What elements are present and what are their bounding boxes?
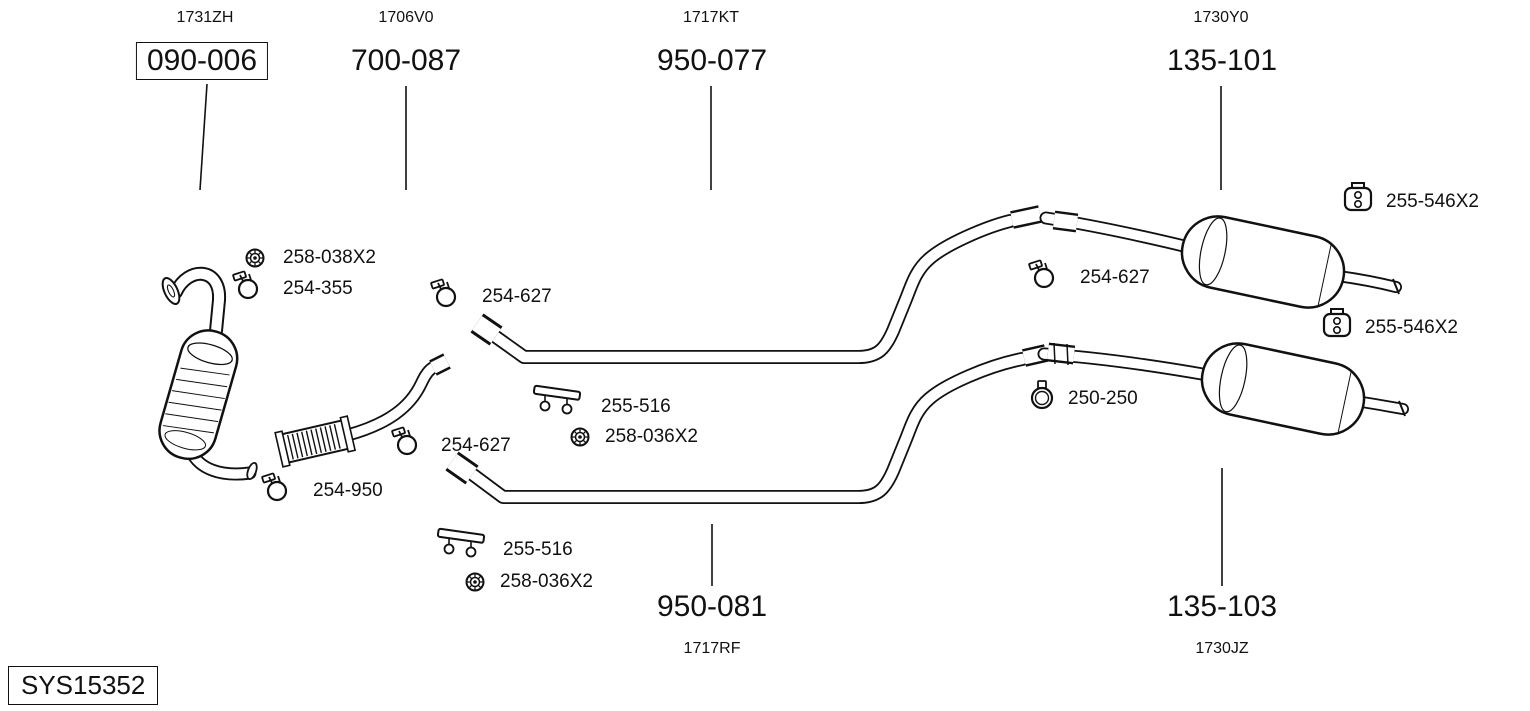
assembly-ref: 1717KT [682,9,740,26]
component-part-number: 250-250 [1068,388,1138,409]
bracket-icon [436,527,486,558]
intermediate-pipe-upper [470,205,1042,357]
leader-lines [199,83,1223,586]
bracket-icon [532,384,582,415]
assembly-ref: 1706V0 [378,9,434,26]
component-part-number: 258-036X2 [605,426,698,447]
hanger-icon [1343,181,1373,212]
clamp-icon [231,270,259,300]
rear-silencer-top [1046,210,1399,309]
assembly-part-number: 090-006 [135,42,269,80]
flex-pipe [274,415,357,468]
clamp-icon [1027,259,1055,289]
assembly-ref: 1730Y0 [1193,9,1249,26]
assembly-part-number: 135-103 [1166,590,1278,623]
component-part-number: 254-627 [1080,267,1150,288]
assembly-part-number: 135-101 [1166,44,1278,77]
component-part-number: 255-546X2 [1386,191,1479,212]
round-clamp-icon [1030,379,1054,410]
clamp-icon [260,472,288,502]
component-part-number: 254-950 [313,480,383,501]
intermediate-pipe-lower [445,344,1048,497]
component-part-number: 255-516 [601,396,671,417]
rear-silencer-bottom [1044,342,1405,436]
nut-icon [245,248,265,268]
component-part-number: 258-038X2 [283,247,376,268]
hanger-icon [1322,307,1352,338]
component-part-number: 254-355 [283,278,353,299]
nut-icon [465,572,485,592]
component-part-number: 254-627 [441,435,511,456]
assembly-part-number: 700-087 [350,44,462,77]
nut-icon [570,427,590,447]
front-pipe [348,353,451,435]
assembly-part-number: 950-077 [656,44,768,77]
clamp-icon [390,426,418,456]
assembly-part-number: 950-081 [656,590,768,623]
component-part-number: 255-546X2 [1365,317,1458,338]
component-part-number: 254-627 [482,286,552,307]
assembly-ref: 1717RF [683,640,741,657]
component-part-number: 255-516 [503,539,573,560]
clamp-icon [429,278,457,308]
catalytic-converter [158,274,258,481]
component-part-number: 258-036X2 [500,571,593,592]
system-code-badge: SYS15352 [8,666,159,705]
assembly-ref: 1731ZH [176,9,234,26]
assembly-ref: 1730JZ [1195,640,1249,657]
